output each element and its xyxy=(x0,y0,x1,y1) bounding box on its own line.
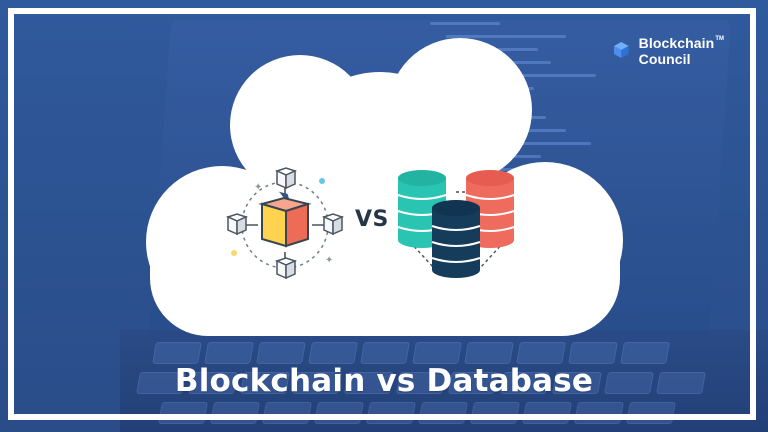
background-code-line xyxy=(446,168,564,171)
brand-name-line1: Blockchain xyxy=(638,35,715,51)
background-code-line xyxy=(430,22,500,25)
sparkle-icon: ✦ xyxy=(254,182,262,193)
blockchain-icon: ✦ ✦ xyxy=(225,167,345,280)
database-icon xyxy=(397,170,515,278)
database-cylinder-navy xyxy=(431,200,481,278)
brand-text: BlockchainTM Council xyxy=(639,36,724,66)
sparkle-icon: ✦ xyxy=(325,255,333,266)
small-block-icon-top xyxy=(274,167,298,190)
brand-logo: BlockchainTM Council xyxy=(612,36,724,76)
cube-logo-icon xyxy=(613,42,629,58)
small-block-icon-right xyxy=(321,213,345,236)
small-block-icon-bottom xyxy=(274,257,298,280)
brand-name-line2: Council xyxy=(638,51,691,67)
sparkle-icon xyxy=(231,250,237,256)
center-block-icon xyxy=(258,196,312,248)
background-code-line xyxy=(446,35,566,38)
page-title: Blockchain vs Database xyxy=(174,363,594,399)
small-block-icon-left xyxy=(225,213,249,236)
vs-label: VS xyxy=(355,207,389,232)
brand-trademark: TM xyxy=(715,36,724,42)
sparkle-icon xyxy=(319,178,325,184)
